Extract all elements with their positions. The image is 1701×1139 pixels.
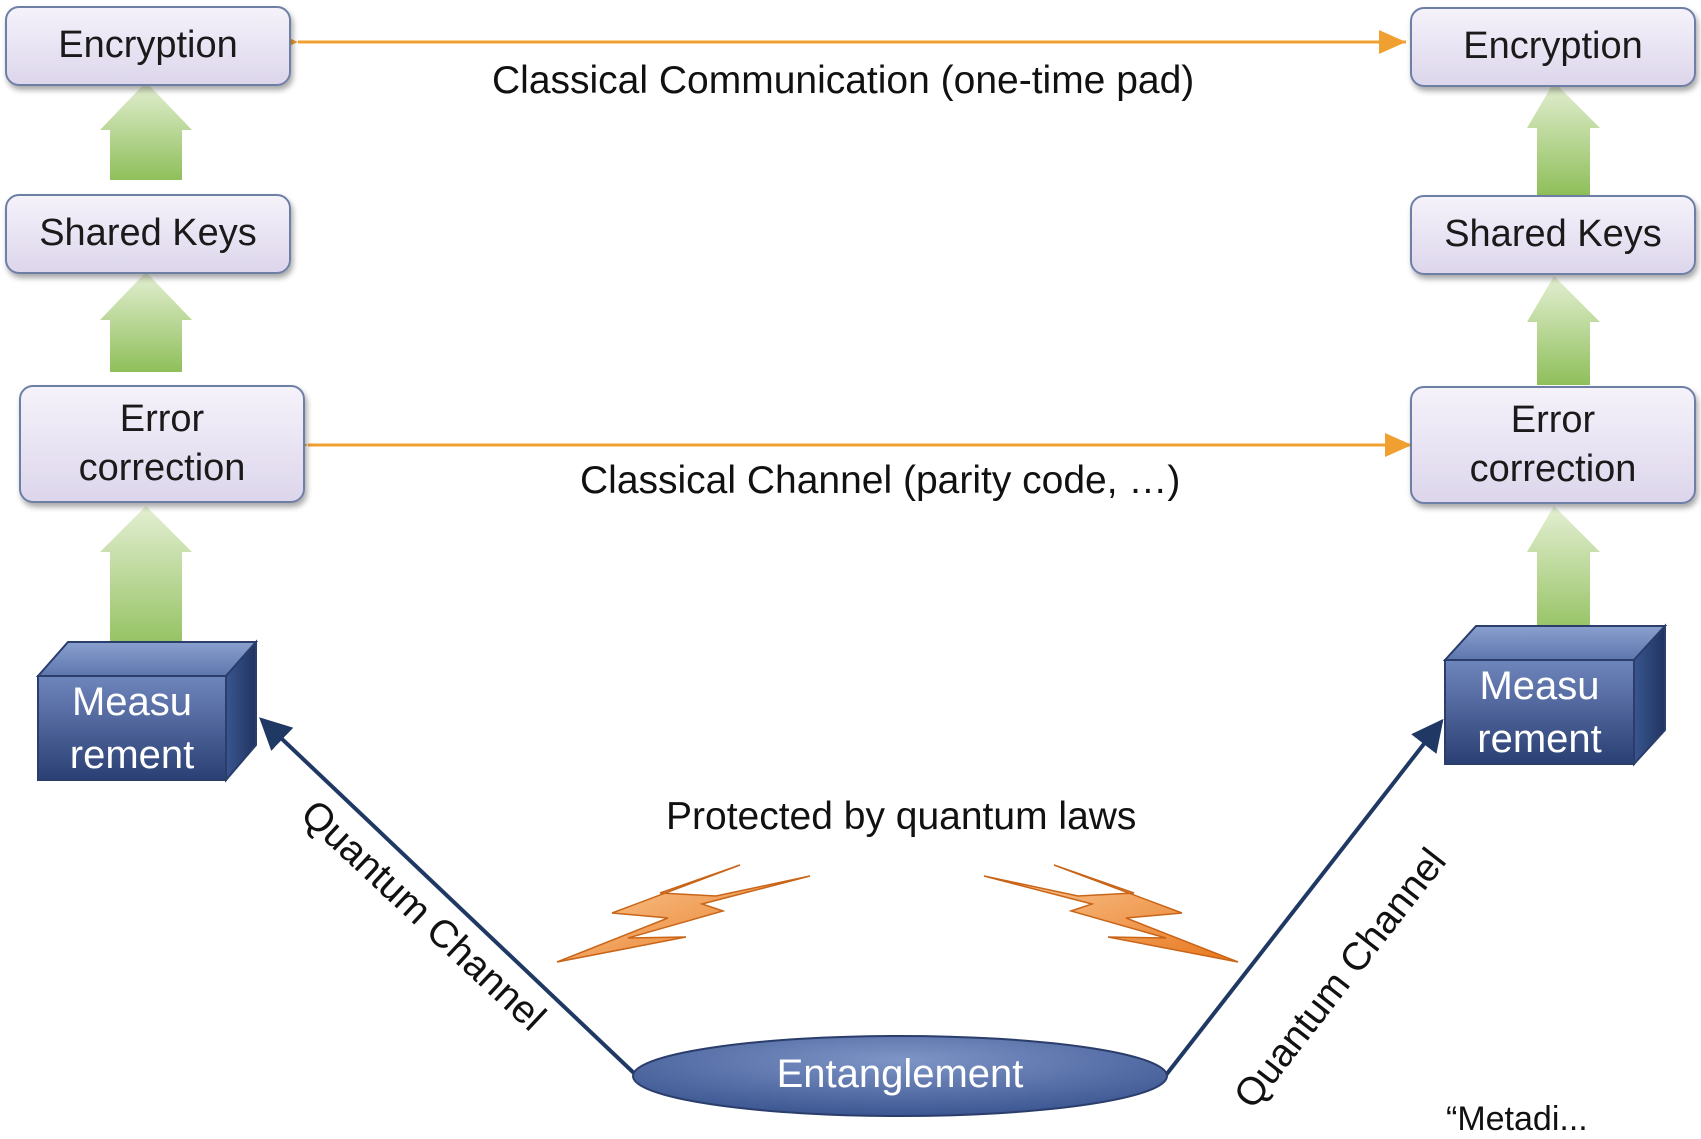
right-measurement-cube — [1442, 623, 1668, 767]
protected-label: Protected by quantum laws — [666, 795, 1137, 838]
left-error-label: Error — [119, 397, 205, 440]
right-quantum-channel-line — [1164, 718, 1444, 1077]
left-correction-label: correction — [78, 447, 246, 489]
left-shared-keys-label: Shared Keys — [39, 212, 257, 255]
left-encryption-label: Encryption — [58, 24, 238, 67]
up-arrow-icon — [1527, 82, 1600, 195]
right-shared-keys-box: Shared Keys — [1410, 195, 1696, 275]
up-arrow-icon — [1527, 276, 1600, 385]
right-measurement-line1: Measu — [1479, 664, 1600, 708]
right-shared-keys-label: Shared Keys — [1444, 213, 1662, 256]
up-arrow-icon — [100, 272, 192, 372]
left-encryption-box: Encryption — [5, 6, 291, 86]
left-measurement-line2: rement — [69, 733, 195, 778]
left-error-correction-box: Error correction — [19, 385, 305, 503]
lightning-bolt-icon — [983, 864, 1239, 963]
left-quantum-channel-line — [259, 717, 638, 1077]
left-measurement-label: Measu rement — [38, 676, 226, 782]
classical-channel-label: Classical Channel (parity code, …) — [580, 459, 1181, 502]
right-correction-label: correction — [1469, 448, 1637, 490]
right-measurement-label: Measu rement — [1445, 660, 1634, 766]
right-encryption-box: Encryption — [1410, 7, 1696, 87]
up-arrow-icon — [100, 506, 192, 655]
left-measurement-cube — [35, 639, 259, 783]
up-arrow-icon — [1527, 506, 1600, 642]
left-measurement-line1: Measu — [71, 680, 193, 724]
right-measurement-line2: rement — [1477, 717, 1602, 762]
up-arrow-icon — [100, 82, 192, 180]
right-error-label: Error — [1510, 398, 1596, 441]
entanglement-ellipse — [632, 1035, 1168, 1117]
classical-communication-label: Classical Communication (one-time pad) — [492, 59, 1195, 102]
lightning-bolt-icon — [556, 864, 811, 963]
entanglement-label: Entanglement — [776, 1052, 1024, 1096]
left-shared-keys-box: Shared Keys — [5, 194, 291, 274]
right-error-correction-box: Error correction — [1410, 386, 1696, 504]
right-encryption-label: Encryption — [1463, 25, 1643, 68]
footnote-text: “Metadi... — [1446, 1100, 1588, 1138]
